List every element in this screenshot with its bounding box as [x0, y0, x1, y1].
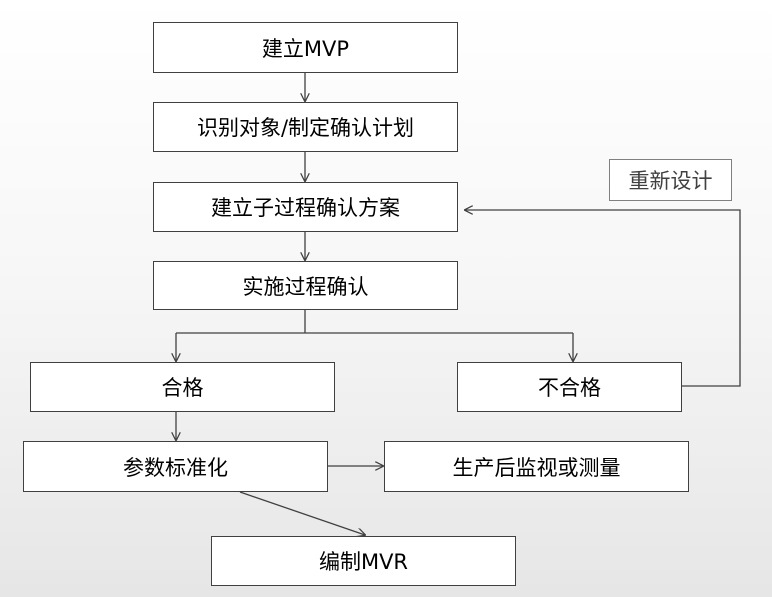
node-post-production-monitoring: 生产后监视或测量 [384, 441, 689, 492]
node-build-mvp: 建立MVP [153, 22, 458, 73]
label-redesign: 重新设计 [609, 159, 732, 201]
node-standardize-parameters: 参数标准化 [23, 441, 328, 492]
node-fail: 不合格 [457, 362, 682, 412]
arrow-fail-redesign-loop [465, 210, 741, 387]
node-compile-mvr: 编制MVR [211, 536, 516, 586]
node-build-subprocess-plan: 建立子过程确认方案 [153, 182, 458, 232]
node-identify-objects: 识别对象/制定确认计划 [153, 102, 458, 152]
arrow-standardize-to-mvr [239, 491, 365, 535]
node-pass: 合格 [30, 362, 335, 412]
node-execute-validation: 实施过程确认 [153, 261, 458, 310]
